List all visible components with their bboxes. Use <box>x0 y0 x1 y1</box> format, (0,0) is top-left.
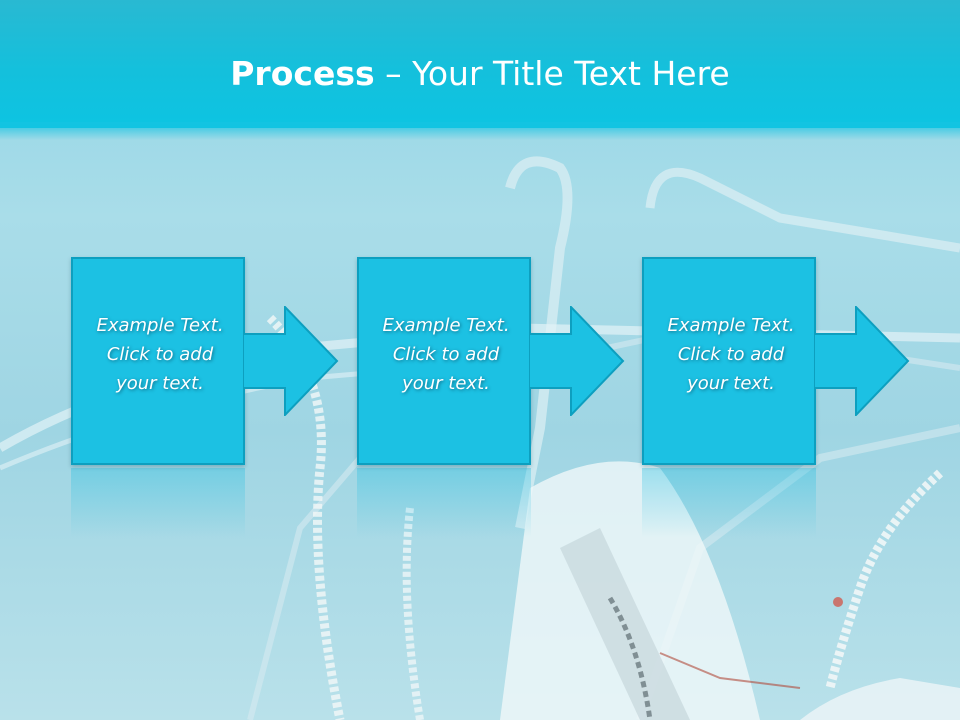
title-rest-part: – Your Title Text Here <box>374 54 730 93</box>
step-2-reflection <box>357 468 531 538</box>
process-step-2[interactable]: Example Text. Click to add your text. <box>357 257 531 465</box>
title-bar: Process – Your Title Text Here <box>0 0 960 128</box>
header-glow <box>0 122 960 140</box>
step-1-reflection <box>71 468 245 538</box>
step-3-reflection <box>642 468 816 538</box>
process-step-1[interactable]: Example Text. Click to add your text. <box>71 257 245 465</box>
slide-title[interactable]: Process – Your Title Text Here <box>0 52 960 96</box>
arrow-right-icon <box>243 306 339 416</box>
step-1-text: Example Text. Click to add your text. <box>96 315 224 394</box>
step-3-text: Example Text. Click to add your text. <box>667 315 795 394</box>
arrow-right-icon <box>529 306 625 416</box>
arrow-right-icon <box>814 306 910 416</box>
step-2-text: Example Text. Click to add your text. <box>382 315 510 394</box>
process-step-3[interactable]: Example Text. Click to add your text. <box>642 257 816 465</box>
title-bold-part: Process <box>230 54 375 93</box>
